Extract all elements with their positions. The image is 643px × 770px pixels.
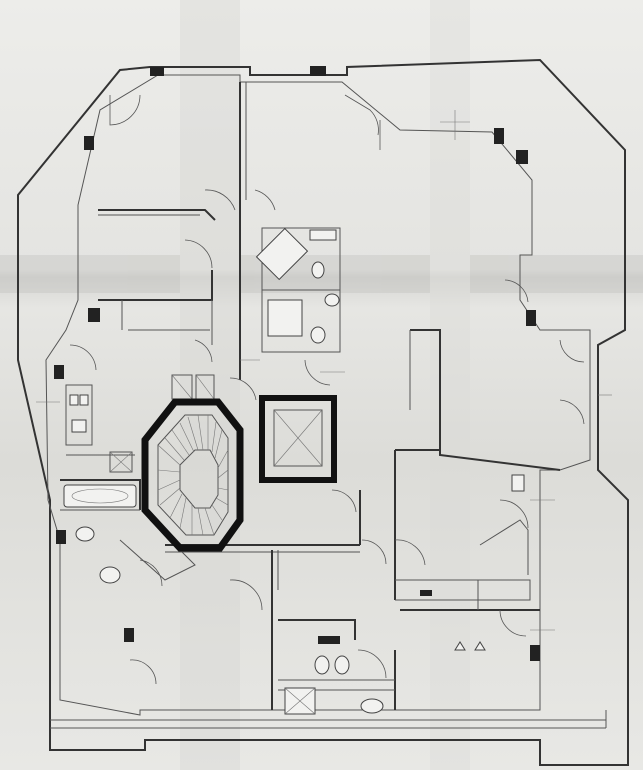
fixtures xyxy=(63,227,525,715)
interior-walls xyxy=(60,82,561,710)
structural-pillars xyxy=(54,66,540,661)
staircase xyxy=(141,398,244,552)
reference-lines xyxy=(36,110,612,631)
door-swings xyxy=(69,94,585,685)
